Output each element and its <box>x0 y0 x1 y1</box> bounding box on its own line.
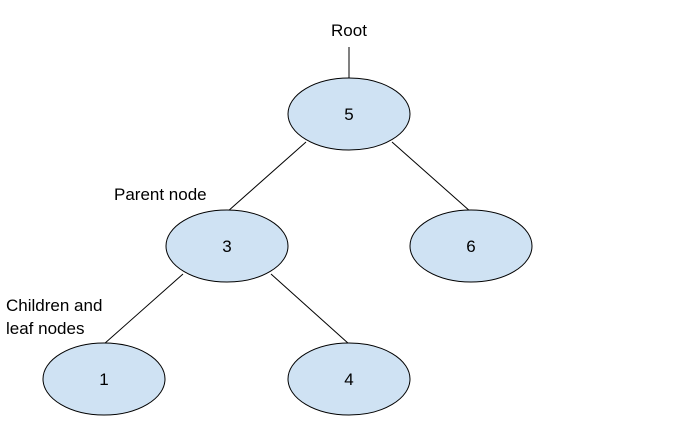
node-3-shape <box>165 209 289 283</box>
node-1-shape <box>42 342 166 416</box>
tree-node-3: 3 <box>165 209 289 283</box>
tree-node-5: 5 <box>287 77 411 151</box>
edge-5-3 <box>226 141 307 213</box>
node-6-shape <box>409 209 533 283</box>
children-annotation-line-2: leaf nodes <box>6 319 84 338</box>
parent-node-annotation: Parent node <box>114 185 207 204</box>
children-annotation-line-1: Children and <box>6 296 102 315</box>
node-4-shape <box>287 342 411 416</box>
tree-node-4: 4 <box>287 342 411 416</box>
edge-3-4 <box>270 273 350 345</box>
node-3-label: 3 <box>222 237 231 256</box>
node-4-label: 4 <box>344 370 353 389</box>
edge-5-6 <box>391 141 472 213</box>
edge-3-1 <box>103 273 184 345</box>
node-5-label: 5 <box>344 105 353 124</box>
node-5-shape <box>287 77 411 151</box>
tree-node-1: 1 <box>42 342 166 416</box>
tree-node-6: 6 <box>409 209 533 283</box>
node-1-label: 1 <box>99 370 108 389</box>
node-6-label: 6 <box>466 237 475 256</box>
root-annotation: Root <box>331 21 367 40</box>
